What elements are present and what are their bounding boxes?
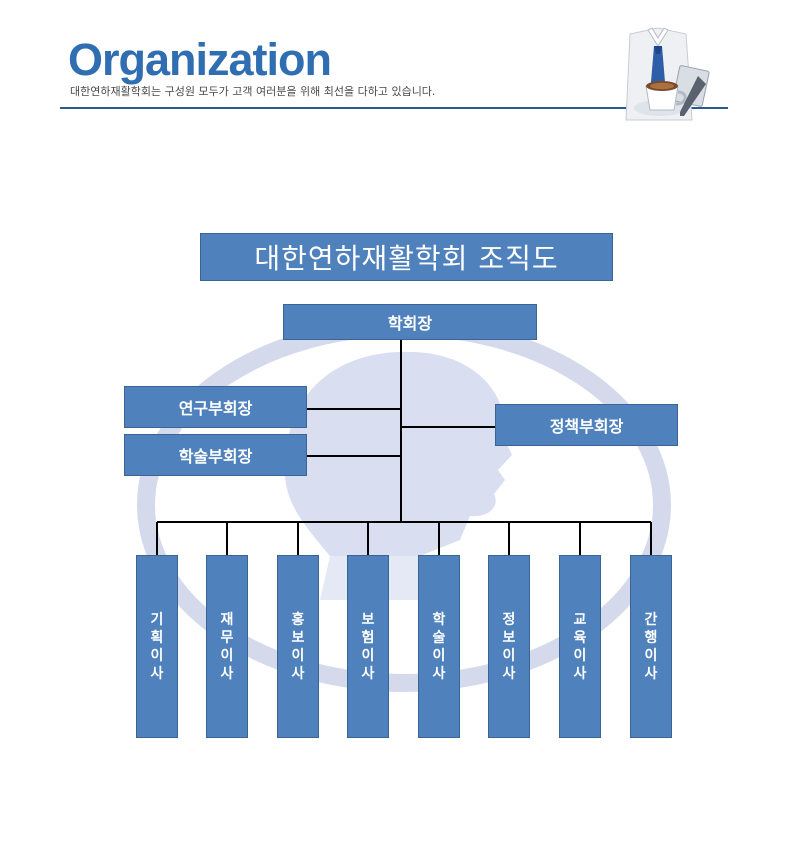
president-box: 학회장 (283, 304, 537, 340)
vp-academic-box: 학술부회장 (124, 434, 307, 476)
page-title: Organization (68, 34, 332, 85)
shirt-and-coffee-icon (625, 27, 710, 121)
vp-policy-box: 정책부회장 (495, 404, 678, 446)
header-divider (60, 107, 728, 109)
org-chart-title: 대한연하재활학회 조직도 (200, 233, 613, 281)
vp-research-box: 연구부회장 (124, 386, 307, 428)
page-subtitle: 대한연하재활학회는 구성원 모두가 고객 여러분을 위해 최선을 다하고 있습니… (70, 85, 436, 98)
